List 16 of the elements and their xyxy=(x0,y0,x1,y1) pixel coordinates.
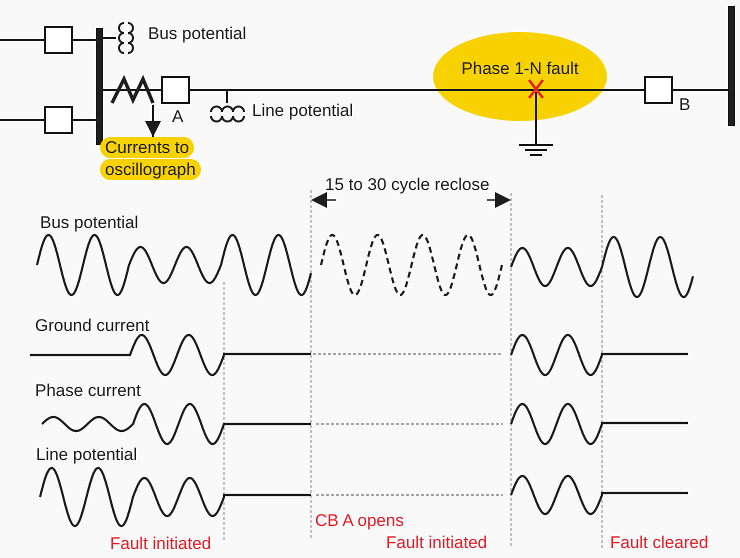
dimension-label: 15 to 30 cycle reclose xyxy=(325,175,490,194)
trace-label: Line potential xyxy=(36,445,138,464)
event-label: CB A opens xyxy=(315,511,404,530)
trace-label: Ground current xyxy=(35,316,150,335)
current-transformer-icon xyxy=(109,77,156,105)
event-label: Fault initiated xyxy=(110,534,212,553)
event-label: Fault initiated xyxy=(386,533,488,552)
component-label: Line potential xyxy=(252,101,354,120)
trace-label: Phase current xyxy=(35,381,141,400)
component-label: Bus potential xyxy=(148,24,246,43)
trace-label: Bus potential xyxy=(40,213,138,232)
event-label: Fault cleared xyxy=(610,533,708,552)
highlight-ellipse: Phase 1-N fault xyxy=(433,32,607,121)
breaker-label: A xyxy=(172,107,184,126)
breaker-label: B xyxy=(679,95,690,114)
arrow xyxy=(145,105,161,137)
